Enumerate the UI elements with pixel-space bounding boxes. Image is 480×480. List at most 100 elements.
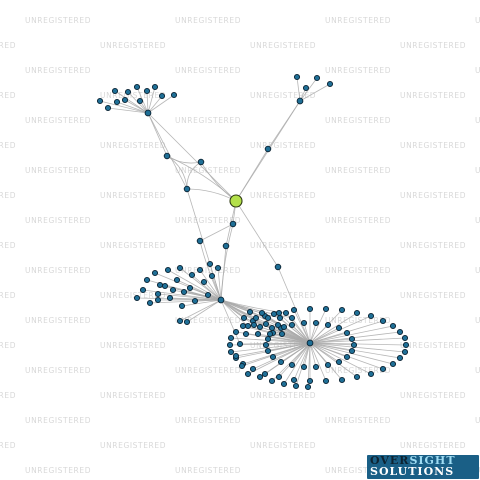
leaf-node[interactable] [353,373,361,381]
leaf-node[interactable] [280,323,288,331]
leaf-node[interactable] [324,321,332,329]
leaf-node[interactable] [191,297,199,305]
leaf-node[interactable] [275,373,283,381]
leaf-node[interactable] [290,376,298,384]
leaf-node[interactable] [238,362,246,370]
leaf-node[interactable] [151,83,159,91]
leaf-node[interactable] [396,328,404,336]
intermediate-node[interactable] [197,158,205,166]
leaf-node[interactable] [278,330,286,338]
leaf-node[interactable] [183,318,191,326]
leaf-node[interactable] [306,305,314,313]
leaf-node[interactable] [236,340,244,348]
leaf-node[interactable] [262,341,270,349]
leaf-node[interactable] [335,358,343,366]
leaf-node[interactable] [208,272,216,280]
leaf-node[interactable] [113,98,121,106]
leaf-node[interactable] [176,317,184,325]
leaf-node[interactable] [188,271,196,279]
leaf-node[interactable] [227,348,235,356]
leaf-node[interactable] [226,341,234,349]
leaf-node[interactable] [266,330,274,338]
hub-node[interactable] [296,97,304,105]
leaf-node[interactable] [396,354,404,362]
leaf-node[interactable] [246,308,254,316]
intermediate-node[interactable] [183,185,191,193]
leaf-node[interactable] [200,278,208,286]
leaf-node[interactable] [256,373,264,381]
intermediate-node[interactable] [163,152,171,160]
leaf-node[interactable] [96,97,104,105]
leaf-node[interactable] [136,97,144,105]
leaf-node[interactable] [277,358,285,366]
leaf-node[interactable] [300,363,308,371]
leaf-node[interactable] [293,73,301,81]
leaf-node[interactable] [250,321,258,329]
leaf-node[interactable] [302,84,310,92]
leaf-node[interactable] [254,330,262,338]
leaf-node[interactable] [322,377,330,385]
leaf-node[interactable] [275,309,283,317]
leaf-node[interactable] [367,312,375,320]
leaf-node[interactable] [239,322,247,330]
intermediate-node[interactable] [229,220,237,228]
leaf-node[interactable] [401,334,409,342]
leaf-node[interactable] [156,281,164,289]
leaf-node[interactable] [304,383,312,391]
leaf-node[interactable] [164,266,172,274]
leaf-node[interactable] [326,80,334,88]
leaf-node[interactable] [379,365,387,373]
leaf-node[interactable] [261,370,269,378]
leaf-node[interactable] [401,348,409,356]
leaf-node[interactable] [143,276,151,284]
leaf-node[interactable] [180,288,188,296]
leaf-node[interactable] [264,347,272,355]
leaf-node[interactable] [244,322,252,330]
leaf-node[interactable] [169,286,177,294]
leaf-node[interactable] [151,269,159,277]
leaf-node[interactable] [348,335,356,343]
intermediate-node[interactable] [264,145,272,153]
leaf-node[interactable] [274,321,282,329]
leaf-node[interactable] [312,319,320,327]
leaf-node[interactable] [244,370,252,378]
leaf-node[interactable] [170,91,178,99]
leaf-node[interactable] [121,96,129,104]
leaf-node[interactable] [268,377,276,385]
leaf-node[interactable] [256,323,264,331]
leaf-node[interactable] [288,314,296,322]
leaf-node[interactable] [111,87,119,95]
leaf-node[interactable] [270,310,278,318]
intermediate-node[interactable] [196,237,204,245]
leaf-node[interactable] [282,309,290,317]
intermediate-node[interactable] [222,242,230,250]
leaf-node[interactable] [176,264,184,272]
leaf-node[interactable] [206,260,214,268]
leaf-node[interactable] [154,296,162,304]
leaf-node[interactable] [313,74,321,82]
hub-node[interactable] [217,296,225,304]
leaf-node[interactable] [292,382,300,390]
leaf-node[interactable] [288,361,296,369]
leaf-node[interactable] [379,317,387,325]
leaf-node[interactable] [158,92,166,100]
leaf-node[interactable] [143,87,151,95]
leaf-node[interactable] [367,370,375,378]
leaf-node[interactable] [249,365,257,373]
leaf-node[interactable] [186,284,194,292]
leaf-node[interactable] [402,341,410,349]
leaf-node[interactable] [154,290,162,298]
leaf-node[interactable] [262,320,270,328]
leaf-node[interactable] [264,314,272,322]
leaf-node[interactable] [312,363,320,371]
leaf-node[interactable] [389,360,397,368]
leaf-node[interactable] [343,353,351,361]
leaf-node[interactable] [276,314,284,322]
leaf-node[interactable] [322,305,330,313]
leaf-node[interactable] [146,299,154,307]
leaf-node[interactable] [139,286,147,294]
leaf-node[interactable] [204,291,212,299]
leaf-node[interactable] [353,309,361,317]
leaf-node[interactable] [232,352,240,360]
leaf-node[interactable] [338,306,346,314]
